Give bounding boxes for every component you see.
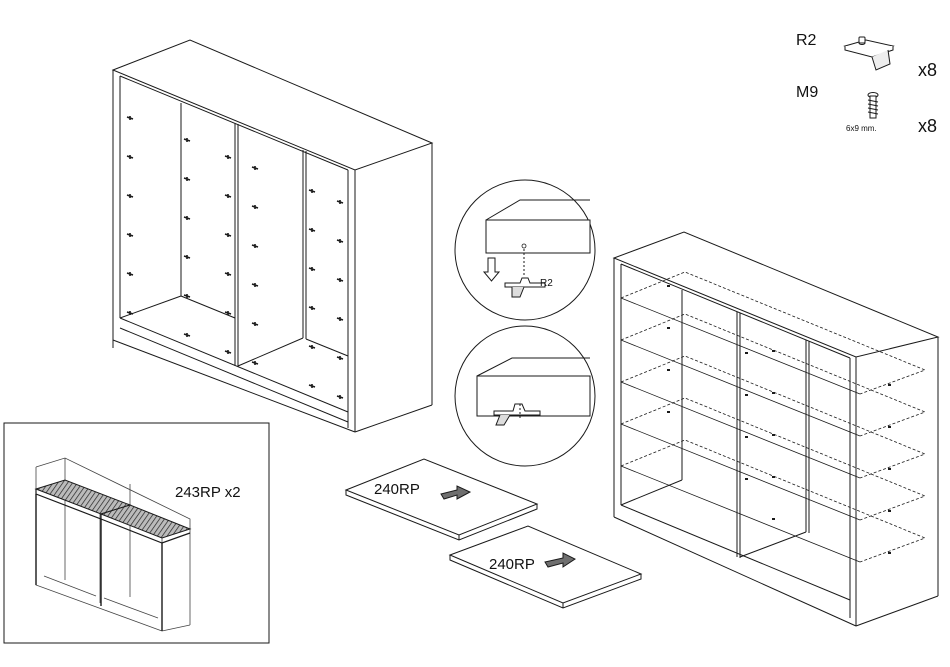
shelf-hole-marker xyxy=(127,116,133,120)
shelf-hole-marker xyxy=(225,350,231,354)
shelf-hole-marker xyxy=(309,228,315,232)
shelf-hole-marker xyxy=(127,194,133,198)
wardrobe-with-shelves-view xyxy=(614,232,938,626)
shelf-hole-marker xyxy=(337,200,343,204)
shelf-hole-marker xyxy=(252,283,258,287)
shelf-hole-marker xyxy=(309,306,315,310)
shelf-hole-marker xyxy=(252,361,258,365)
shelf-hole-marker xyxy=(127,233,133,237)
shelf-hole-marker xyxy=(127,311,133,315)
shelf-hole-marker xyxy=(184,177,190,181)
shelf-hole-marker xyxy=(184,216,190,220)
shelf-hole-marker xyxy=(252,166,258,170)
screw-icon xyxy=(868,93,878,119)
shelf-hole-marker xyxy=(337,278,343,282)
shelf-hole-marker xyxy=(337,356,343,360)
shelf-hole-marker xyxy=(337,395,343,399)
wardrobe-back-view xyxy=(113,40,432,432)
shelf-hole-marker xyxy=(225,233,231,237)
shelf-hole-marker xyxy=(127,155,133,159)
shelf-hole-marker xyxy=(309,345,315,349)
inset-panel xyxy=(4,423,269,643)
shelf-hole-marker xyxy=(309,267,315,271)
shelf-hole-marker xyxy=(225,272,231,276)
shelf-hole-marker xyxy=(252,205,258,209)
shelf-panel-2 xyxy=(450,526,641,608)
shelf-hole-marker xyxy=(184,333,190,337)
shelf-hole-marker xyxy=(337,317,343,321)
shelf-hole-marker xyxy=(184,138,190,142)
shelf-hole-marker xyxy=(127,272,133,276)
shelf-hole-marker xyxy=(225,155,231,159)
detail-callout-bottom xyxy=(455,326,595,466)
shelf-panel-1 xyxy=(346,459,537,540)
shelf-hole-marker xyxy=(337,239,343,243)
shelf-hole-marker xyxy=(252,244,258,248)
shelf-hole-marker xyxy=(225,194,231,198)
shelf-hole-marker xyxy=(184,255,190,259)
detail-callout-top xyxy=(455,180,595,320)
shelf-hole-marker xyxy=(309,189,315,193)
shelf-hole-marker xyxy=(309,384,315,388)
shelf-hole-marker xyxy=(252,322,258,326)
shelf-support-bracket-icon xyxy=(845,37,893,70)
